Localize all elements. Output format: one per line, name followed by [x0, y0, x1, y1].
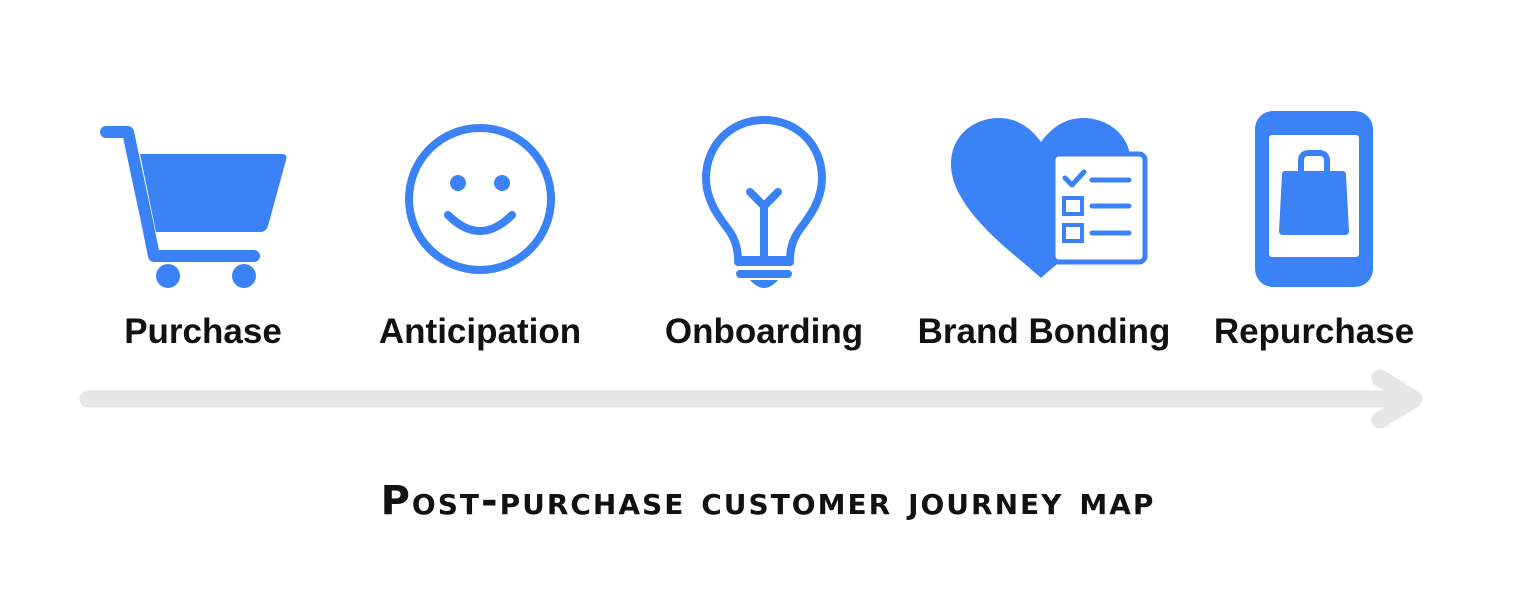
stage-purchase: Purchase: [58, 0, 348, 370]
heart-checklist-icon: [951, 118, 1148, 278]
shopping-cart-icon: [100, 126, 287, 288]
stage-brand-bonding: Brand Bonding: [899, 0, 1189, 370]
timeline-arrow-head: [1371, 369, 1423, 429]
stage-label: Onboarding: [664, 312, 864, 351]
stage-label: Brand Bonding: [917, 312, 1171, 351]
lightbulb-icon: [702, 116, 826, 288]
stage-repurchase: Repurchase: [1169, 0, 1459, 370]
stage-anticipation: Anticipation: [335, 0, 625, 370]
stage-label: Anticipation: [378, 312, 582, 351]
stage-onboarding: Onboarding: [619, 0, 909, 370]
smiley-face-icon: [405, 124, 555, 274]
stage-label: Repurchase: [1213, 312, 1415, 351]
stage-label: Purchase: [124, 312, 282, 351]
phone-shopping-bag-icon: [1255, 111, 1373, 287]
diagram-title: Post-purchase customer journey map: [380, 478, 1156, 524]
